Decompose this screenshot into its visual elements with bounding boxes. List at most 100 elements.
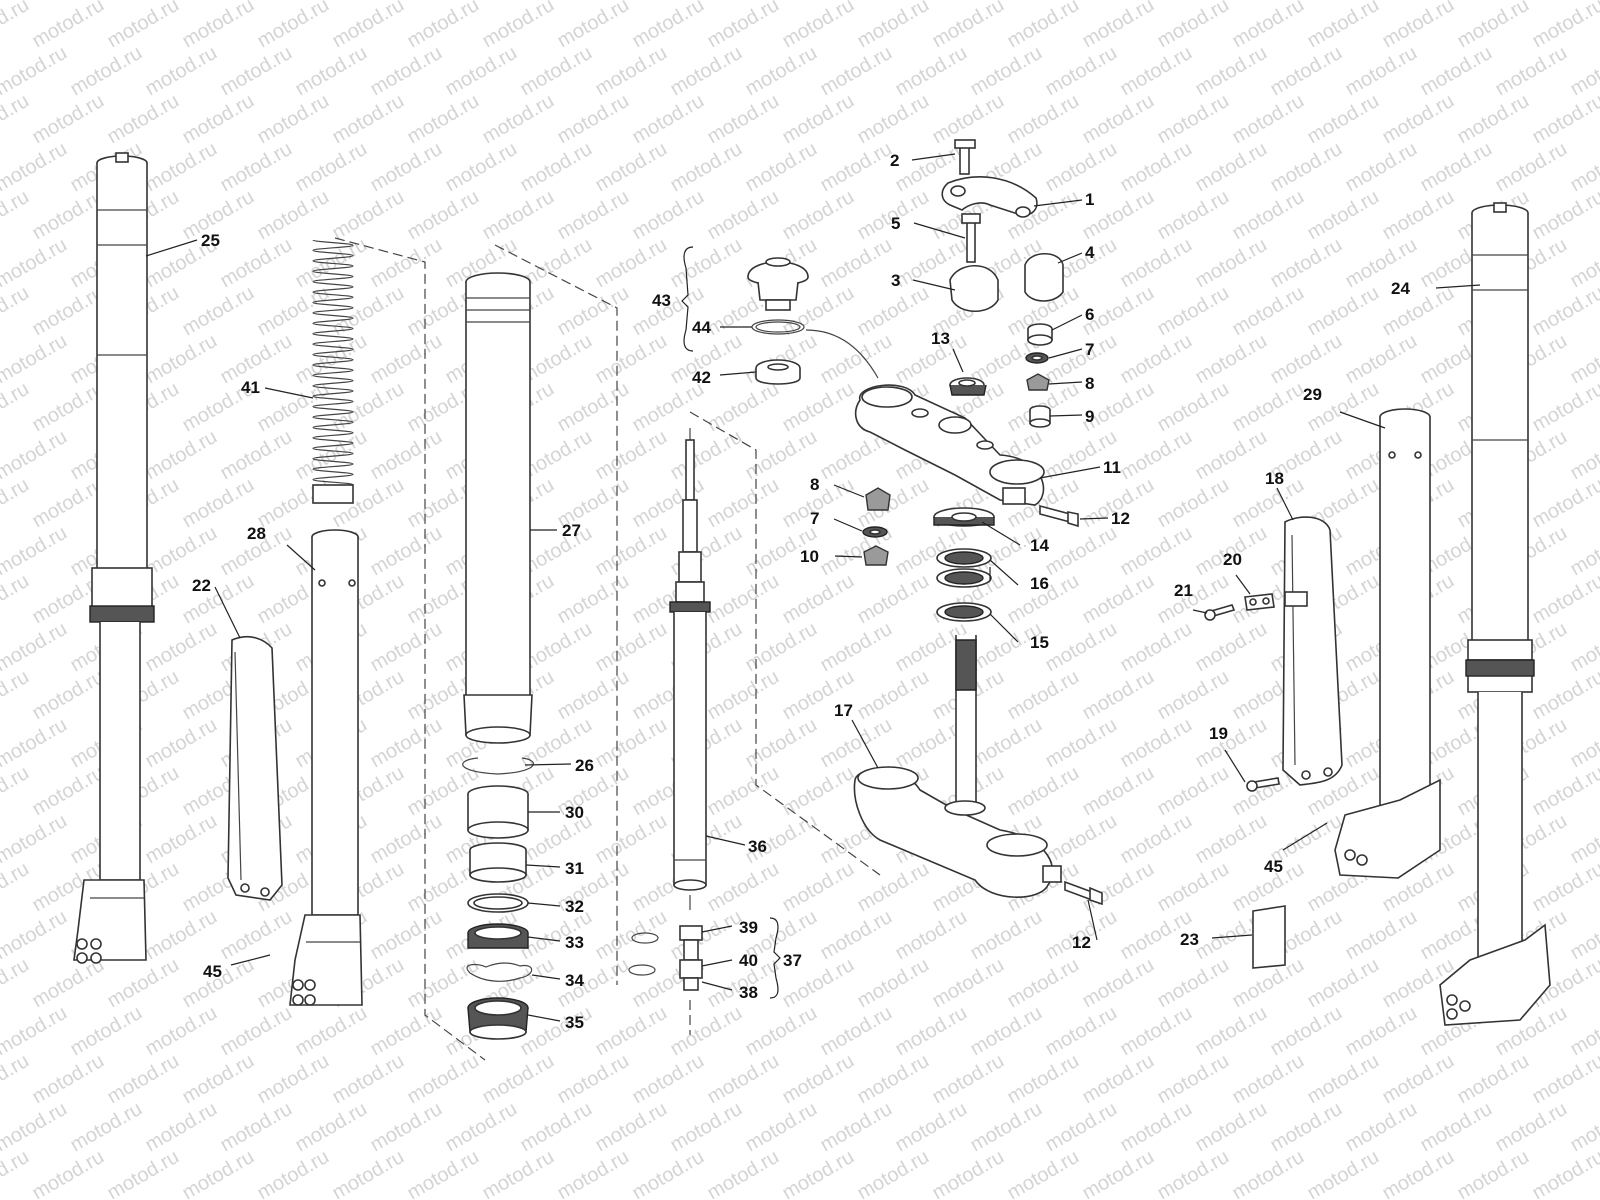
watermark-text: motod.ru [1229,282,1308,341]
lower-triple-clamp-17 [853,766,1062,898]
watermark-text: motod.ru [142,42,221,101]
watermark-text: motod.ru [1342,330,1421,389]
watermark-text: motod.ru [1267,42,1346,101]
watermark-text: motod.ru [592,330,671,389]
watermark-text: motod.ru [592,810,671,869]
watermark-text: motod.ru [1529,858,1600,917]
watermark-text: motod.ru [0,522,71,581]
watermark-text: motod.ru [0,858,33,917]
callout-42: 42 [692,368,711,387]
watermark-text: motod.ru [1379,1146,1458,1200]
watermark-text: motod.ru [292,138,371,197]
watermark-text: motod.ru [104,0,183,52]
watermark-text: motod.ru [1154,0,1233,52]
watermark-text: motod.ru [1529,666,1600,725]
callout-12-upper: 12 [1111,509,1130,528]
watermark-text: motod.ru [367,810,446,869]
watermark-text: motod.ru [329,186,408,245]
watermark-text: motod.ru [667,42,746,101]
watermark-text: motod.ru [1079,1050,1158,1109]
watermark-text: motod.ru [1454,0,1533,52]
watermark-text: motod.ru [1342,138,1421,197]
valve-assembly-37 [628,925,703,991]
watermark-text: motod.ru [592,714,671,773]
callout-8: 8 [1085,374,1094,393]
watermark-text: motod.ru [1117,522,1196,581]
watermark-text: motod.ru [817,234,896,293]
callout-7-left: 7 [810,509,819,528]
watermark-text: motod.ru [254,1146,333,1200]
fork-leg-25 [73,152,155,964]
watermark-text: motod.ru [1117,810,1196,869]
watermark-text: motod.ru [1529,570,1600,629]
callout-18: 18 [1265,469,1284,488]
watermark-text: motod.ru [0,714,71,773]
watermark-text: motod.ru [479,186,558,245]
watermark-text: motod.ru [592,1002,671,1061]
watermark-text: motod.ru [1267,234,1346,293]
watermark-text: motod.ru [292,426,371,485]
fork-tube-28 [289,529,363,1006]
callout-30: 30 [565,803,584,822]
watermark-text: motod.ru [29,90,108,149]
watermark-text: motod.ru [554,282,633,341]
watermark-text: motod.ru [1079,0,1158,52]
watermark-text: motod.ru [1079,762,1158,821]
watermark-text: motod.ru [742,714,821,773]
callout-27: 27 [562,521,581,540]
callout-23: 23 [1180,930,1199,949]
watermark-text: motod.ru [967,1098,1046,1157]
watermark-text: motod.ru [217,1002,296,1061]
watermark-text: motod.ru [854,954,933,1013]
watermark-text: motod.ru [292,1002,371,1061]
watermark-text: motod.ru [967,714,1046,773]
watermark-text: motod.ru [292,1098,371,1157]
callout-4: 4 [1085,243,1095,262]
watermark-text: motod.ru [104,90,183,149]
watermark-text: motod.ru [254,0,333,52]
watermark-text: motod.ru [1004,666,1083,725]
callout-20: 20 [1223,550,1242,569]
callout-26: 26 [575,756,594,775]
watermark-text: motod.ru [817,1002,896,1061]
watermark-text: motod.ru [142,330,221,389]
watermark-text: motod.ru [704,90,783,149]
callout-19: 19 [1209,724,1228,743]
watermark-text: motod.ru [517,42,596,101]
callout-39: 39 [739,918,758,937]
watermark-text: motod.ru [1042,618,1121,677]
watermark-text: motod.ru [367,138,446,197]
callout-29: 29 [1303,385,1322,404]
watermark-text: motod.ru [1304,954,1383,1013]
watermark-text: motod.ru [0,330,71,389]
watermark-text: motod.ru [404,186,483,245]
callout-9: 9 [1085,407,1094,426]
watermark-text: motod.ru [629,90,708,149]
watermark-text: motod.ru [817,138,896,197]
watermark-text: motod.ru [0,474,33,533]
watermark-text: motod.ru [1304,1050,1383,1109]
dashed-group-41 [334,237,486,1061]
watermark-text: motod.ru [329,282,408,341]
watermark-text: motod.ru [0,42,71,101]
watermark-text: motod.ru [1154,378,1233,437]
watermark-text: motod.ru [1117,714,1196,773]
watermark-text: motod.ru [479,1146,558,1200]
watermark-text: motod.ru [367,906,446,965]
watermark-text: motod.ru [1229,1146,1308,1200]
watermark-text: motod.ru [1192,1002,1271,1061]
callout-41: 41 [241,378,260,397]
watermark-text: motod.ru [742,138,821,197]
watermark-text: motod.ru [704,858,783,917]
steering-bearings [933,507,995,811]
watermark-text: motod.ru [217,1098,296,1157]
dashed-group-27 [494,244,618,985]
watermark-text: motod.ru [892,42,971,101]
watermark-text: motod.ru [1229,378,1308,437]
watermark-text: motod.ru [704,1146,783,1200]
watermark-text: motod.ru [1417,42,1496,101]
watermark-text: motod.ru [29,1146,108,1200]
watermark-text: motod.ru [1379,186,1458,245]
watermark-text: motod.ru [1529,378,1600,437]
